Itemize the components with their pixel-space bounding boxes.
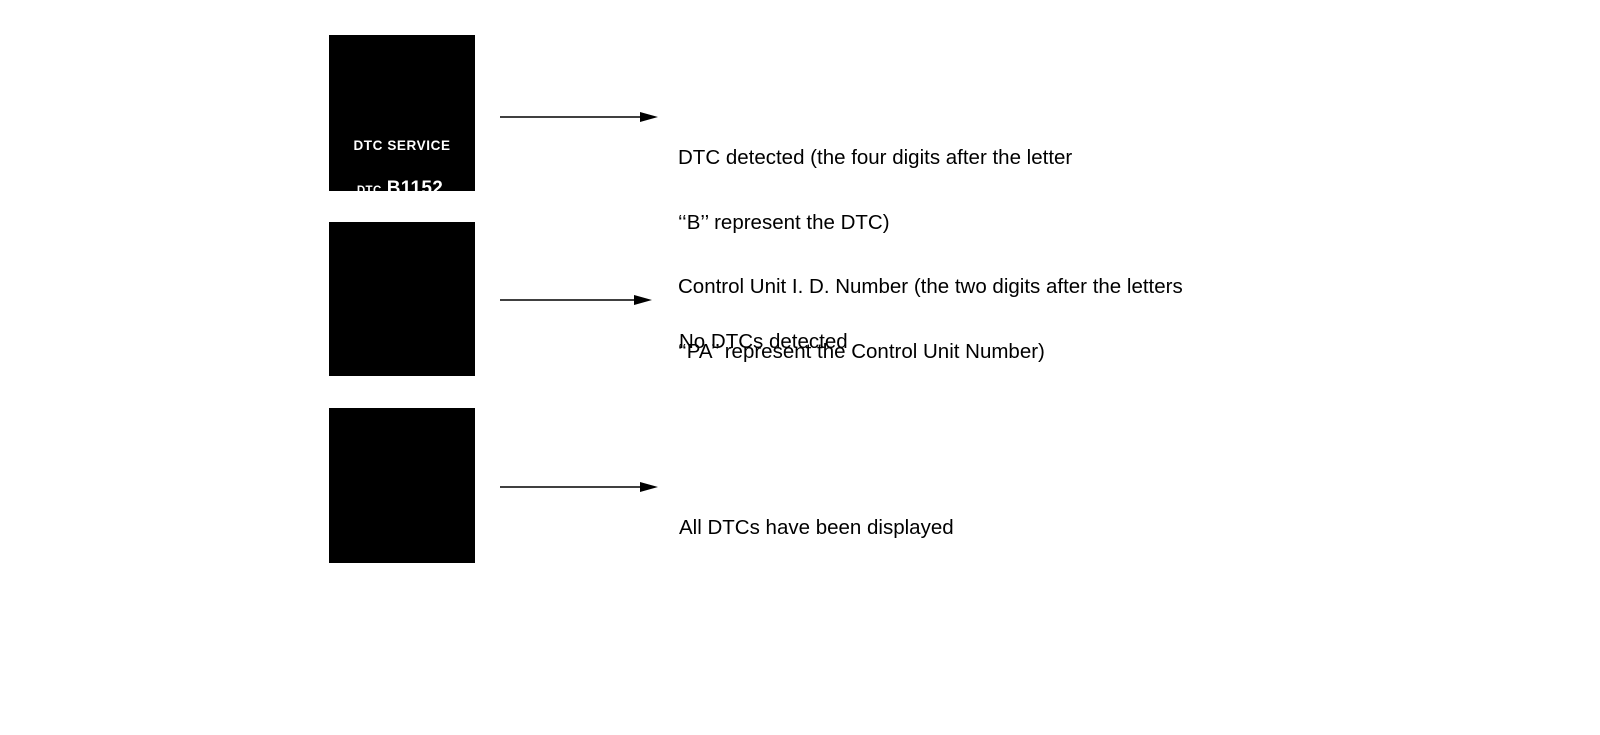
callout-text-dtc-detected: DTC detected (the four digits after the … xyxy=(678,104,1183,405)
callout-line: ‘‘B’’ represent the DTC) xyxy=(678,210,890,234)
callout-arrow xyxy=(500,105,658,129)
panel-row-value: B1152 xyxy=(386,178,444,191)
display-panel-dtc-end: DTC SERVICE DTCEND xyxy=(329,408,475,563)
callout-text-no-dtcs: No DTCs detected xyxy=(679,288,848,396)
display-panel-dtc-no: DTC SERVICE DTCNO xyxy=(329,222,475,376)
callout-line: DTC detected (the four digits after the … xyxy=(678,146,1073,169)
panel-title: DTC SERVICE xyxy=(353,138,451,153)
panel-row-dtc: DTC B1152 xyxy=(329,178,475,191)
callout-line: No DTCs detected xyxy=(679,330,848,353)
callout-arrow xyxy=(500,475,658,499)
callout-line: ‘‘PA’’ represent the Control Unit Number… xyxy=(678,339,1045,363)
callout-arrow xyxy=(500,288,652,312)
callout-text-all-displayed: All DTCs have been displayed xyxy=(679,474,954,582)
callout-line: Control Unit I. D. Number (the two digit… xyxy=(678,275,1183,298)
callout-line: All DTCs have been displayed xyxy=(679,516,954,539)
panel-row-label: DTC xyxy=(356,185,382,191)
